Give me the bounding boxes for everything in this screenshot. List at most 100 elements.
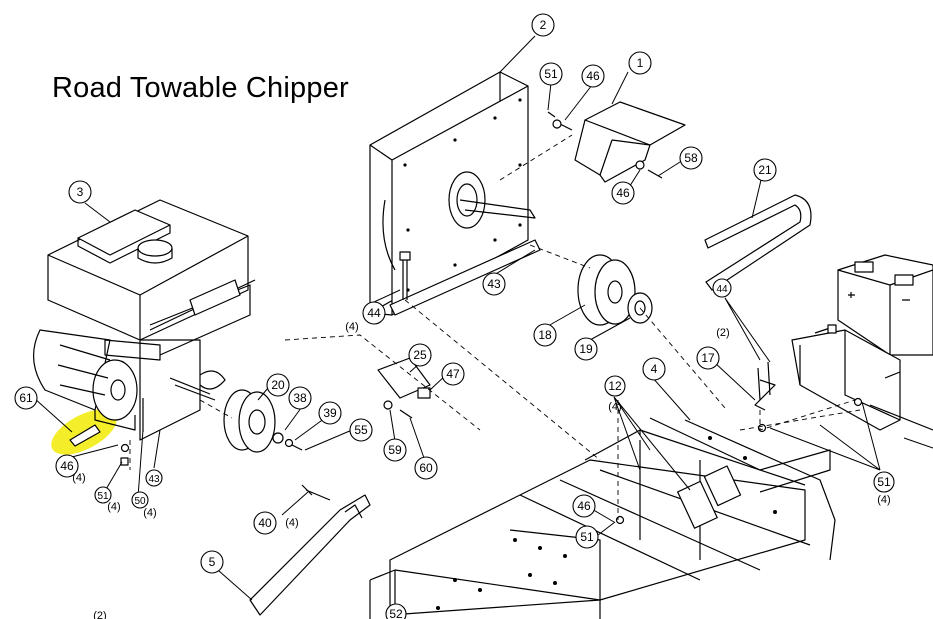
callout-circle: [753, 158, 777, 182]
callout-c60: 60: [414, 456, 438, 480]
callout-label: 12: [608, 379, 622, 393]
callout-label: 2: [540, 18, 547, 32]
callout-circle: [145, 469, 163, 487]
callout-label: 44: [367, 306, 381, 320]
callout-label: 17: [701, 351, 715, 365]
callout-c58: 58: [679, 146, 703, 170]
callout-label: 60: [419, 461, 433, 475]
callout-circle: [873, 471, 895, 493]
callout-label: 39: [323, 406, 337, 420]
callout-c61: 61: [14, 386, 38, 410]
callout-circle: [575, 525, 599, 549]
callout-circle: [572, 494, 596, 518]
pulley-18: [577, 254, 653, 326]
callout-circle: [414, 456, 438, 480]
callout-label: 25: [413, 348, 427, 362]
callout-c40: 40: [253, 511, 277, 535]
pulley-20: [223, 389, 303, 453]
callout-label: 21: [758, 163, 772, 177]
engine: [32, 199, 251, 441]
callout-label: 55: [354, 423, 368, 437]
callout-c38: 38: [288, 386, 312, 410]
callout-c46b: 46: [611, 181, 635, 205]
callout-c46d: 46: [55, 454, 79, 478]
callout-circle: [712, 278, 732, 298]
callout-c44a: 44: [362, 301, 386, 325]
callout-c51c: 51: [873, 471, 895, 493]
callout-c55: 55: [349, 418, 373, 442]
callout-label: 51: [544, 67, 558, 81]
callout-circle: [531, 13, 555, 37]
callout-c5: 5: [200, 550, 224, 574]
callout-circle: [482, 272, 506, 296]
callout-circle: [200, 550, 224, 574]
callout-circle: [362, 301, 386, 325]
adapter-bracket: [149, 279, 256, 331]
callout-circle: [131, 491, 149, 509]
callout-label: 51: [877, 475, 891, 489]
callout-label: 19: [579, 342, 593, 356]
callout-circle: [253, 511, 277, 535]
callout-circle: [539, 62, 563, 86]
quantity-q51c: (4): [877, 494, 890, 506]
callout-c59: 59: [383, 438, 407, 462]
callout-c51b: 51: [94, 486, 112, 504]
callout-circle: [55, 454, 79, 478]
callout-circle: [68, 180, 92, 204]
callout-c44b: 44: [712, 278, 732, 298]
callout-circle: [611, 181, 635, 205]
callout-c1: 1: [628, 51, 652, 75]
callout-label: 52: [389, 607, 403, 619]
assembly-guide-lines: [129, 134, 861, 520]
callout-c3: 3: [68, 180, 92, 204]
quantity-q46: (4): [72, 472, 85, 484]
callout-label: 46: [577, 499, 591, 513]
callout-c46a: 46: [581, 64, 605, 88]
callout-layer: 1234512171819202125383940434344444646464…: [14, 13, 895, 619]
callout-label: 43: [148, 474, 160, 485]
callout-c25: 25: [408, 343, 432, 367]
callout-c39: 39: [318, 401, 342, 425]
callout-label: 46: [60, 459, 74, 473]
frame: [369, 417, 836, 619]
callout-label: 3: [77, 185, 84, 199]
callout-circle: [349, 418, 373, 442]
callout-circle: [642, 357, 666, 381]
housing-plate: [369, 71, 541, 316]
quantity-q50: (4): [143, 507, 156, 519]
callout-c20: 20: [266, 373, 290, 397]
callout-c43a: 43: [482, 272, 506, 296]
callout-circle: [318, 401, 342, 425]
callout-circle: [581, 64, 605, 88]
callout-circle: [679, 146, 703, 170]
callout-c4: 4: [642, 357, 666, 381]
callout-c50: 50: [131, 491, 149, 509]
callout-label: 38: [293, 391, 307, 405]
battery-tray: [791, 329, 933, 431]
quantity-layer: (4)(2)(4)(4)(4)(4)(4)(4)(2): [72, 321, 890, 619]
callout-label: 1: [637, 56, 644, 70]
callout-circle: [94, 486, 112, 504]
callout-circle: [383, 438, 407, 462]
callout-circle: [14, 386, 38, 410]
battery: [837, 254, 933, 356]
callout-label: 51: [580, 530, 594, 544]
callout-c21: 21: [753, 158, 777, 182]
callout-circle: [441, 362, 465, 386]
callout-circle: [574, 337, 598, 361]
callout-c51d: 51: [575, 525, 599, 549]
callout-label: 46: [616, 186, 630, 200]
callout-label: 46: [586, 69, 600, 83]
callout-c18: 18: [533, 323, 557, 347]
callout-c51a: 51: [539, 62, 563, 86]
callout-circle: [628, 51, 652, 75]
bracket-25: [377, 357, 431, 419]
quantity-qbl: (2): [93, 610, 106, 619]
callout-c17: 17: [696, 346, 720, 370]
callout-label: 4: [651, 362, 658, 376]
callout-c12: 12: [604, 375, 626, 397]
callout-label: 20: [271, 378, 285, 392]
callout-c46c: 46: [572, 494, 596, 518]
callout-label: 59: [388, 443, 402, 457]
quantity-q44a: (4): [345, 321, 358, 333]
